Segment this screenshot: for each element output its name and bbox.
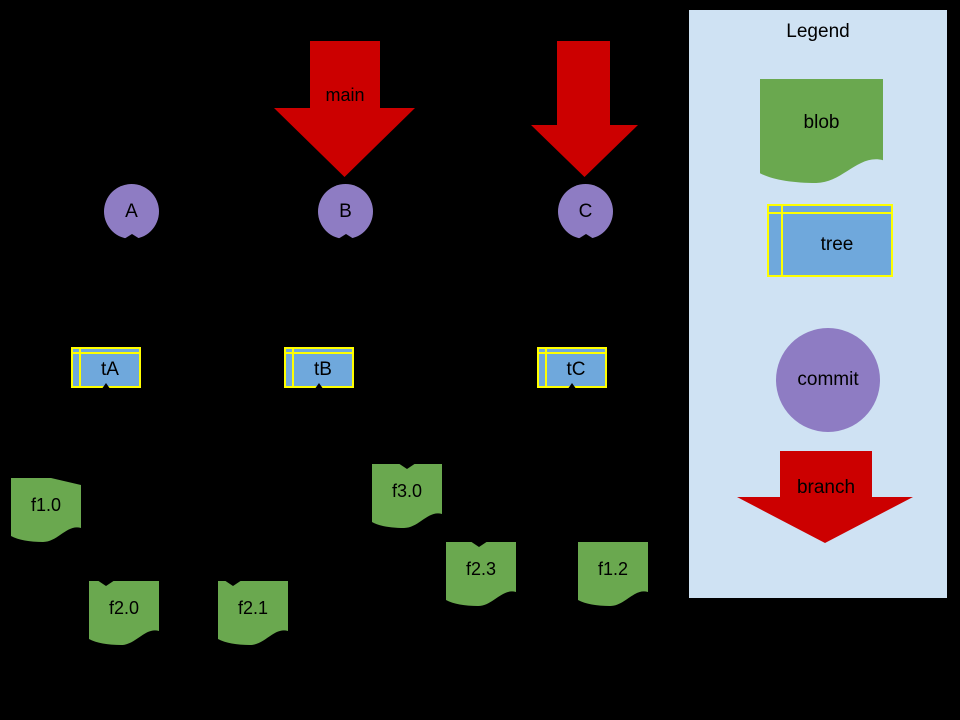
legend-branch-shape (737, 451, 913, 543)
connector-arrowhead (99, 383, 113, 393)
tree-grid-line (769, 212, 891, 214)
connector-arrowhead (577, 234, 594, 239)
legend-blob-label: blob (803, 112, 840, 133)
tree-node-tC: tC (537, 347, 607, 393)
legend-commit-label: commit (797, 369, 859, 390)
connector-arrowhead (97, 580, 115, 586)
blob-node-f2.3: f2.3 (446, 541, 516, 606)
blob-node-f2.1-label: f2.1 (237, 598, 269, 618)
blob-node-f1.0: f1.0 (11, 478, 81, 542)
commit-node-A: A (104, 184, 159, 239)
blob-node-f1.0-label: f1.0 (30, 495, 62, 515)
document-shape-icon (11, 478, 81, 542)
legend-tree-label: tree (820, 233, 854, 255)
connector-arrowhead (398, 463, 416, 469)
connector-arrowhead (565, 383, 579, 393)
connector-arrowhead (337, 234, 354, 239)
tree-node-tB: tB (284, 347, 354, 393)
document-shape-icon (89, 581, 159, 645)
commit-node-C-label: C (578, 200, 593, 222)
tree-grid-line (286, 352, 352, 354)
tree-node-tA: tA (71, 347, 141, 393)
tree-grid-line (539, 352, 605, 354)
legend-branch-label: branch (796, 477, 856, 498)
branch-label-main: main (325, 85, 365, 105)
blob-node-f3.0: f3.0 (372, 463, 442, 528)
branch-arrow-main-shape (274, 41, 415, 177)
tree-grid-line (781, 206, 783, 275)
connector-arrowhead (470, 541, 488, 547)
legend-blob-icon (760, 79, 883, 183)
legend-tree-icon: tree (767, 204, 893, 277)
blob-node-f1.2-label: f1.2 (597, 559, 629, 579)
tree-node-tB-label: tB (314, 359, 332, 380)
legend-commit-icon: commit (776, 328, 880, 432)
blob-node-f2.1: f2.1 (218, 580, 288, 645)
document-shape-icon (446, 542, 516, 606)
commit-node-B: B (318, 184, 373, 239)
branch-arrow-c-icon (531, 41, 638, 177)
connector-arrowhead (224, 580, 242, 586)
legend-title: Legend (786, 21, 850, 42)
tree-grid-line (79, 349, 81, 386)
connector-arrowhead (51, 478, 81, 485)
legend-branch-icon (737, 451, 913, 543)
tree-grid-line (73, 352, 139, 354)
blob-node-f2.0-label: f2.0 (108, 598, 140, 618)
blob-node-f1.2: f1.2 (578, 542, 648, 606)
commit-node-A-label: A (125, 200, 138, 222)
document-shape-icon (218, 581, 288, 645)
branch-arrow-main-icon (274, 41, 415, 177)
connector-arrowhead (123, 234, 140, 239)
connector-arrowhead (312, 383, 326, 393)
blob-node-f2.0: f2.0 (89, 580, 159, 645)
tree-grid-line (545, 349, 547, 386)
document-shape-icon (372, 464, 442, 528)
tree-node-tC-label: tC (566, 359, 586, 380)
legend-panel: Legend blob tree commit branch (689, 10, 947, 598)
document-shape-icon (578, 542, 648, 606)
tree-node-tA-label: tA (101, 359, 119, 380)
commit-node-B-label: B (339, 200, 352, 222)
blob-node-f3.0-label: f3.0 (391, 481, 423, 501)
tree-grid-line (292, 349, 294, 386)
branch-arrow-c-shape (531, 41, 638, 177)
commit-node-C: C (558, 184, 613, 239)
blob-node-f2.3-label: f2.3 (465, 559, 497, 579)
